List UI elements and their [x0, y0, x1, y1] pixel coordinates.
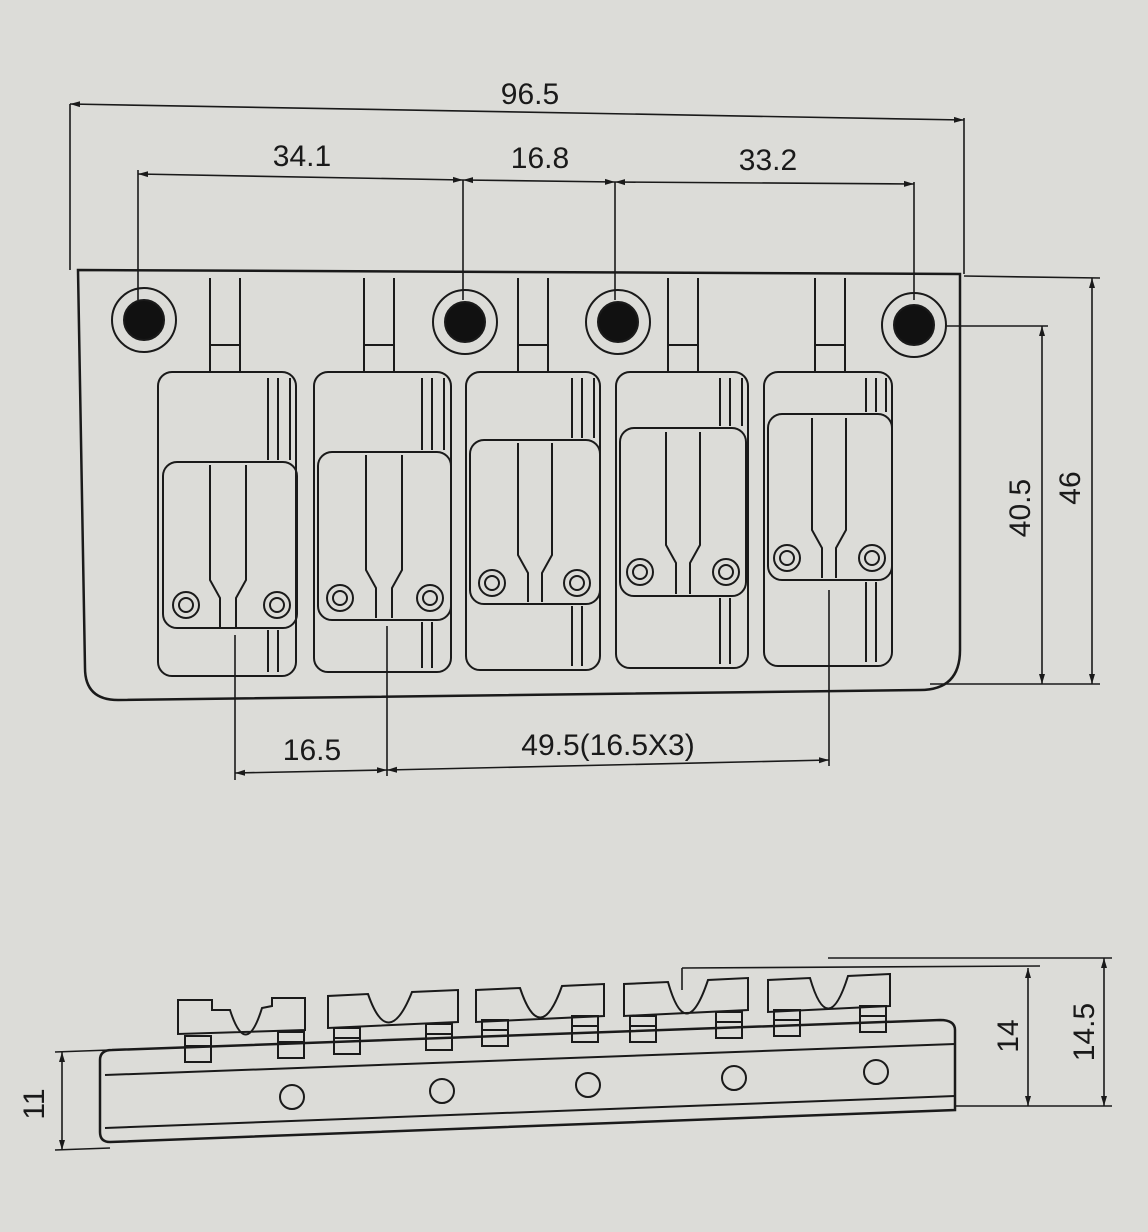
- label-saddle-spacing: 16.5: [283, 734, 341, 767]
- label-hole-spacing-left: 34.1: [273, 140, 331, 173]
- dim-hole-spacing: [137, 170, 915, 300]
- label-hole-spacing-middle: 16.8: [511, 142, 569, 175]
- dim-depth: [930, 275, 1101, 685]
- mounting-holes: [111, 287, 947, 358]
- label-saddle-height: 14: [992, 1019, 1025, 1052]
- side-saddle-5: [767, 972, 891, 1037]
- dim-saddle-spacing: [234, 590, 830, 780]
- side-saddle-3: [475, 982, 605, 1047]
- base-plate-outline: [76, 268, 962, 702]
- dim-side-heights: [54, 957, 1112, 1151]
- label-base-height: 11: [18, 1088, 51, 1119]
- label-overall-width: 96.5: [501, 78, 559, 111]
- saddle-5: [763, 278, 893, 667]
- dim-overall-width: [69, 101, 965, 274]
- label-hole-spacing-right: 33.2: [739, 144, 797, 177]
- side-holes: [279, 1059, 889, 1110]
- saddle-4: [615, 278, 749, 669]
- saddle-3: [465, 278, 601, 671]
- label-hole-depth: 40.5: [1004, 479, 1037, 537]
- label-overall-depth: 46: [1054, 471, 1087, 504]
- side-saddle-4: [623, 976, 749, 1043]
- label-overall-height: 14.5: [1068, 1003, 1101, 1061]
- label-saddle-span: 49.5(16.5X3): [521, 729, 694, 762]
- side-saddle-2: [327, 988, 459, 1055]
- side-base: [98, 1018, 957, 1144]
- side-saddle-1: [177, 997, 306, 1063]
- saddle-2: [313, 278, 452, 673]
- saddle-1: [157, 278, 298, 677]
- side-view: [54, 957, 1112, 1151]
- top-view: [69, 101, 1101, 780]
